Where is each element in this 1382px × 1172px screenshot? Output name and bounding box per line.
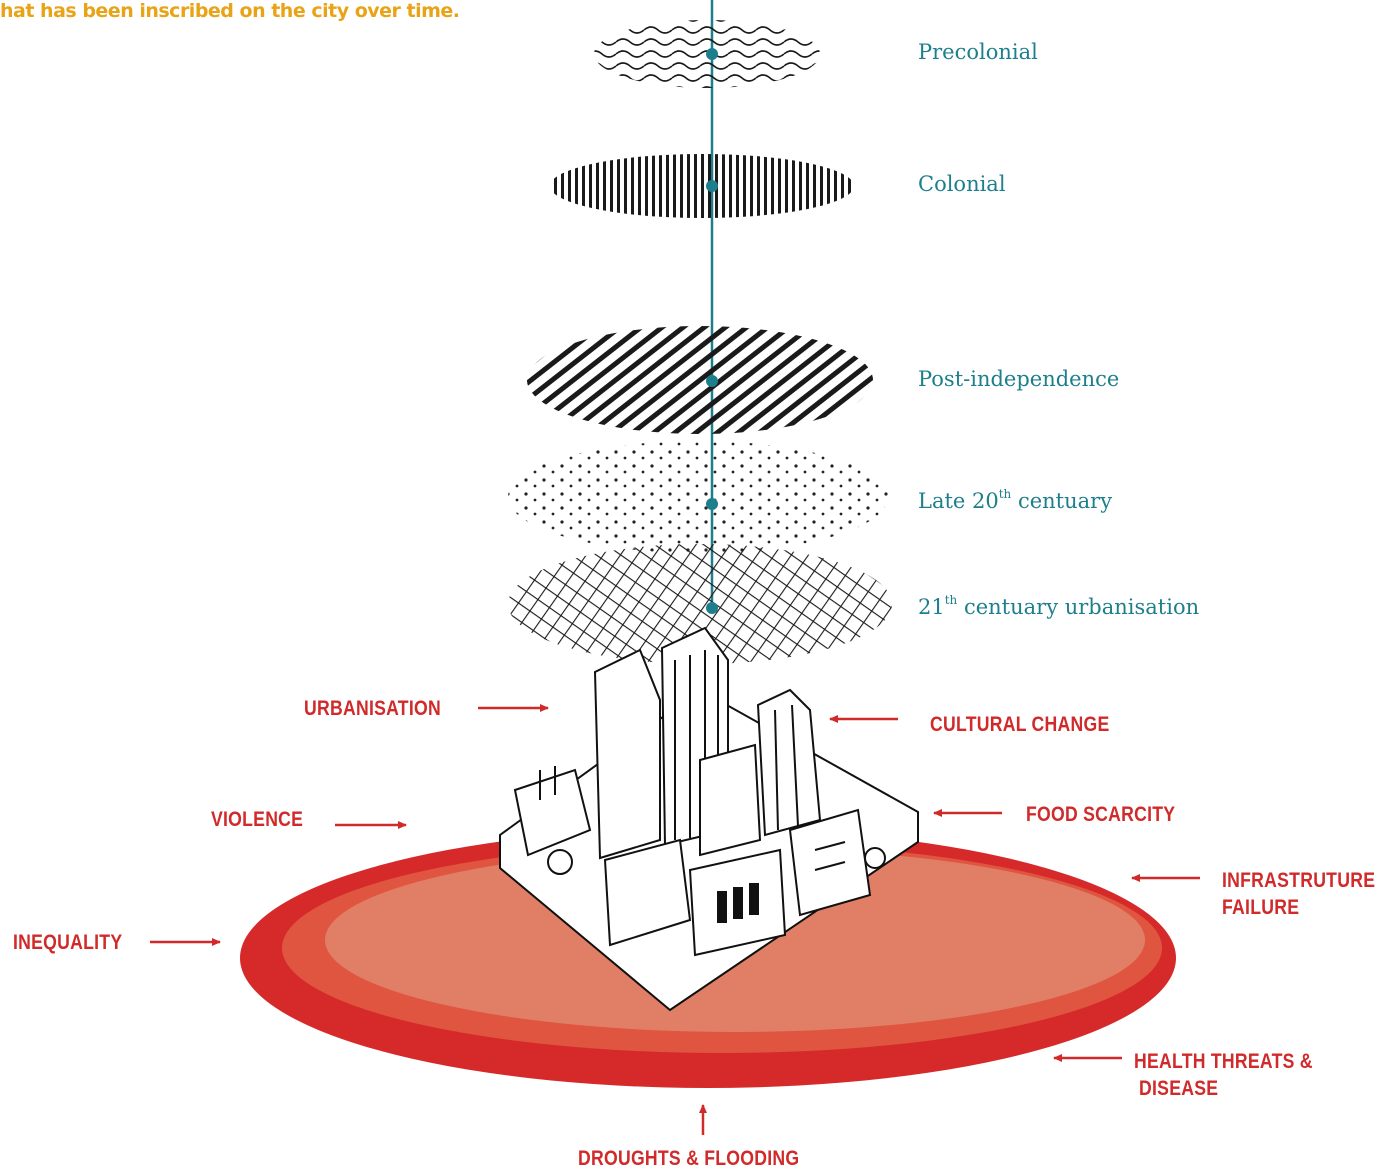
era-label-late-20th: Late 20th centuary bbox=[918, 487, 1113, 513]
city-block-drawing bbox=[499, 626, 919, 1012]
force-droughts-flooding: DROUGHTS & FLOODING bbox=[578, 1147, 800, 1170]
disc-21st bbox=[508, 544, 892, 664]
node-late-20th bbox=[706, 498, 718, 510]
era-label-precolonial: Precolonial bbox=[918, 40, 1038, 64]
era-label-colonial: Colonial bbox=[918, 172, 1006, 196]
force-arrows bbox=[150, 704, 1200, 1135]
timeline-nodes bbox=[706, 48, 718, 614]
node-colonial bbox=[706, 180, 718, 192]
disc-post-independence bbox=[527, 326, 873, 434]
building-right-shop bbox=[788, 808, 872, 917]
force-food-scarcity: FOOD SCARCITY bbox=[1026, 803, 1176, 826]
node-post-independence bbox=[706, 375, 718, 387]
force-health-threats: HEALTH THREATS &DISEASE bbox=[1134, 1050, 1313, 1100]
era-label-post-independence: Post-independence bbox=[918, 367, 1120, 391]
disc-colonial bbox=[550, 154, 854, 218]
building-front bbox=[603, 838, 692, 947]
building-tower-left bbox=[593, 648, 661, 860]
building-mid bbox=[699, 743, 762, 857]
node-21st bbox=[706, 602, 718, 614]
era-label-21st: 21th centuary urbanisation bbox=[918, 593, 1200, 619]
force-violence: VIOLENCE bbox=[211, 808, 304, 831]
force-urbanisation: URBANISATION bbox=[304, 697, 441, 720]
caption-fragment: hat has been inscribed on the city over … bbox=[0, 0, 460, 22]
force-inequality: INEQUALITY bbox=[13, 931, 123, 954]
building-tower-right bbox=[756, 688, 822, 837]
disc-late-20th bbox=[508, 441, 888, 553]
layer-discs bbox=[508, 20, 892, 664]
node-precolonial bbox=[706, 48, 718, 60]
force-cultural-change: CULTURAL CHANGE bbox=[930, 713, 1110, 736]
